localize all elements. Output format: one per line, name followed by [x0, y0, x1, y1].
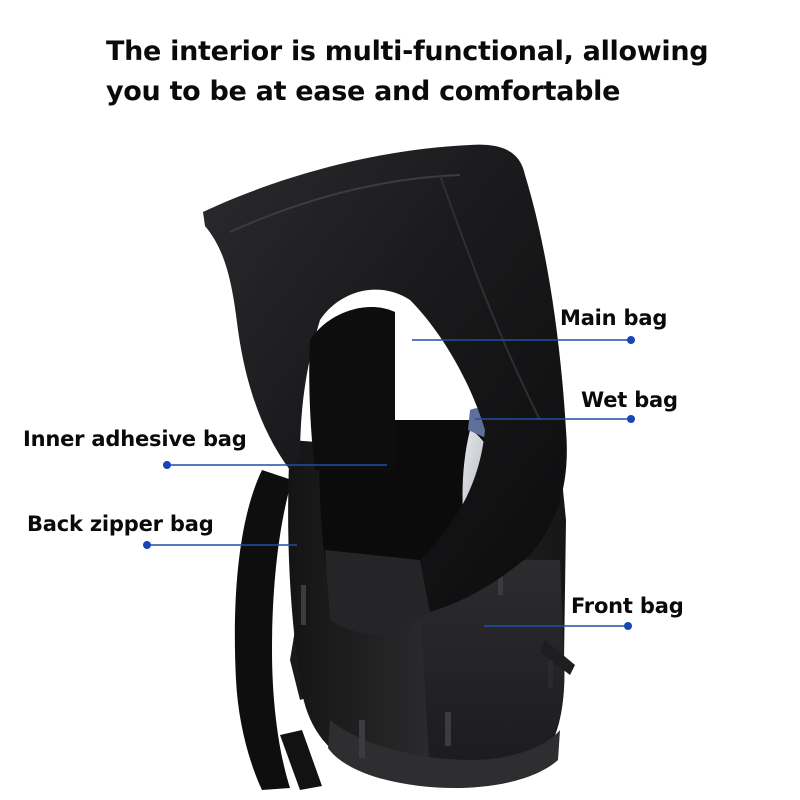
leader-dot-inner-adhesive-bag [163, 461, 171, 469]
callout-front-bag: Front bag [571, 594, 684, 618]
leader-inner-adhesive-bag [163, 461, 387, 469]
leader-back-zipper-bag [143, 541, 297, 549]
headline: The interior is multi-functional, allowi… [106, 32, 766, 112]
leader-main-bag [412, 336, 635, 344]
callout-leaders [143, 336, 635, 630]
headline-line-2: you to be at ease and comfortable [106, 76, 621, 107]
callout-main-bag: Main bag [560, 306, 668, 330]
callout-back-zipper-bag: Back zipper bag [27, 512, 214, 536]
leader-front-bag [484, 622, 632, 630]
backpack-flap [203, 144, 567, 612]
leader-dot-front-bag [624, 622, 632, 630]
leader-wet-bag [475, 415, 635, 423]
leader-dot-wet-bag [627, 415, 635, 423]
headline-line-1: The interior is multi-functional, allowi… [106, 36, 709, 67]
leader-dot-back-zipper-bag [143, 541, 151, 549]
leader-dot-main-bag [627, 336, 635, 344]
callout-inner-adhesive-bag: Inner adhesive bag [23, 427, 247, 451]
callout-wet-bag: Wet bag [581, 388, 678, 412]
